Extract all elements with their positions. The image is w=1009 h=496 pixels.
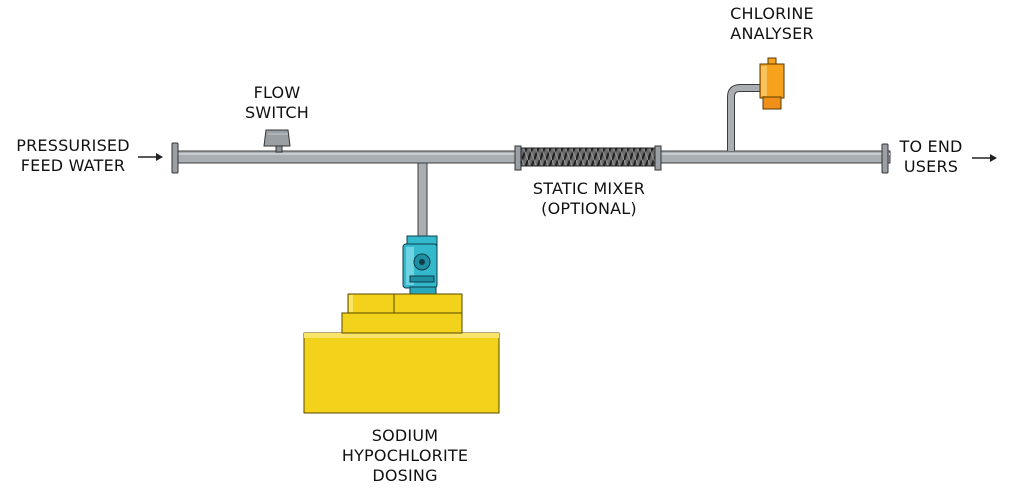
chlorine-analyser-label-line2: ANALYSER (730, 24, 814, 43)
feed-water-label-line1: PRESSURISED (16, 136, 130, 155)
dosing-pipe (417, 162, 428, 239)
chlorine-analyser-device (759, 57, 785, 110)
analyser-sample-pipe (727, 84, 764, 151)
dosing-label-line2: HYPOCHLORITE (341, 446, 469, 465)
end-users-label-line1: TO END (899, 137, 963, 156)
static-mixer-label-line1: STATIC MIXER (532, 179, 646, 198)
chlorine-analyser-label-line1: CHLORINE (730, 4, 814, 23)
outlet-arrow-icon (972, 154, 997, 162)
static-mixer-label-line2: (OPTIONAL) (541, 199, 637, 218)
dosing-label-line3: DOSING (372, 466, 438, 485)
hypochlorite-tank (303, 293, 500, 414)
dosing-label-line1: SODIUM (371, 426, 439, 445)
dosing-label: SODIUM HYPOCHLORITE DOSING (325, 426, 485, 486)
outlet-flange (881, 143, 889, 174)
inlet-arrow-icon (138, 153, 163, 161)
static-mixer-label: STATIC MIXER (OPTIONAL) (514, 179, 664, 219)
flow-switch-device (263, 129, 291, 153)
chlorine-analyser-label: CHLORINE ANALYSER (712, 4, 832, 44)
feed-water-label-line2: FEED WATER (20, 156, 126, 175)
feed-water-label: PRESSURISED FEED WATER (9, 136, 137, 176)
dosing-pump-device (402, 235, 438, 295)
static-mixer-device (514, 145, 662, 171)
end-users-label: TO END USERS (886, 137, 976, 177)
flow-switch-label-line2: SWITCH (245, 103, 309, 122)
flow-switch-label-line1: FLOW (253, 83, 301, 102)
end-users-label-line2: USERS (903, 157, 959, 176)
inlet-flange (171, 142, 179, 174)
flow-switch-label: FLOW SWITCH (232, 83, 322, 123)
